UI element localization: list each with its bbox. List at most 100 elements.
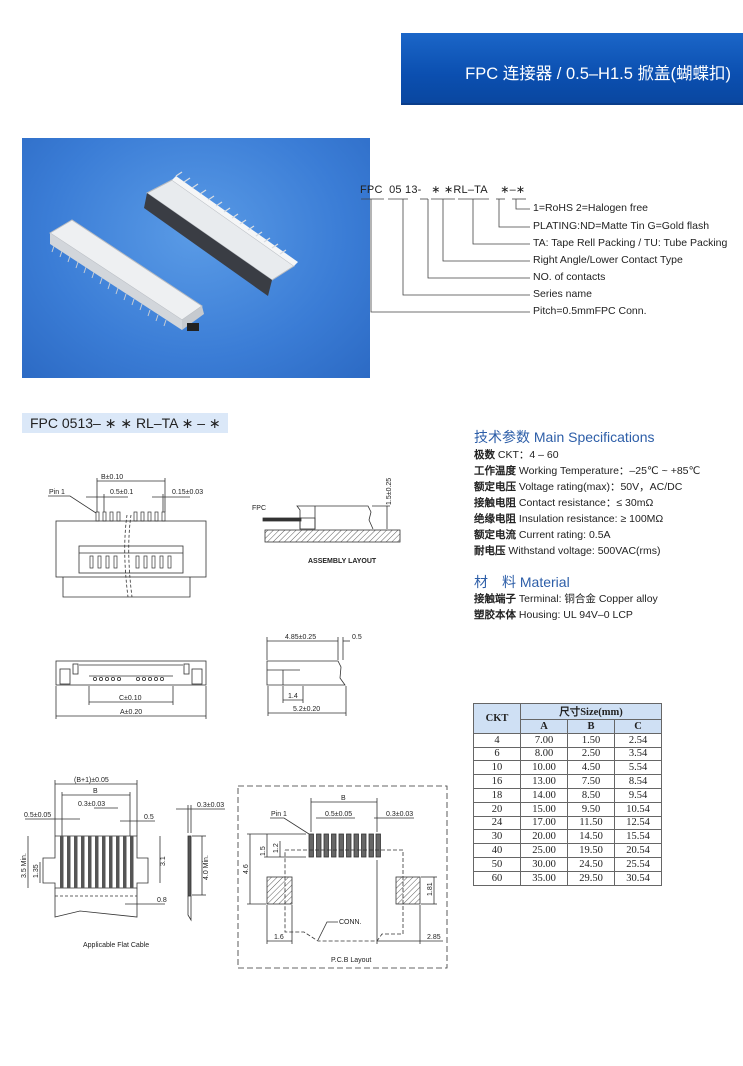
- ckt-cell: 24: [473, 815, 521, 831]
- ckt-cell: 50: [473, 856, 521, 872]
- spec-voltage: 额定电压 Voltage rating(max)：50V，AC/DC: [474, 479, 682, 494]
- material-heading-en: Material: [519, 574, 570, 590]
- size-cell: 7.50: [567, 774, 615, 789]
- pcb-layout-caption: P.C.B Layout: [331, 957, 371, 964]
- size-cell: 35.00: [520, 870, 568, 886]
- pcb-dim-4-6-label: 4.6: [243, 864, 250, 874]
- size-cell: 20.54: [614, 843, 662, 858]
- pcb-layout-drawing: [237, 785, 448, 969]
- material-label-cn: 塑胶本体: [474, 609, 516, 621]
- cable-b-label: B: [93, 788, 98, 795]
- assembly-drawing: [262, 505, 401, 543]
- spec-insulation-resistance: 绝缘电阻 Insulation resistance: ≥ 100MΩ: [474, 511, 663, 526]
- size-cell: 20.00: [520, 829, 568, 845]
- cable-min-len-label: 3.5 Min.: [21, 853, 28, 878]
- size-cell: 2.54: [614, 732, 662, 748]
- cable-cond-width-label: 0.3±0.03: [78, 801, 105, 808]
- cable-edge-label: 0.5: [144, 814, 154, 821]
- dim-foot-label: 1.4: [288, 693, 298, 700]
- spec-contact-resistance: 接触电阻 Contact resistance：≤ 30mΩ: [474, 495, 653, 510]
- spec-label-cn: 绝缘电阻: [474, 513, 516, 525]
- cable-stiffener-label: 0.8: [157, 897, 167, 904]
- cable-tab-label: 1.35: [33, 864, 40, 878]
- specs-heading-cn: 技术参数: [474, 429, 530, 445]
- pn-field-contact-type: Right Angle/Lower Contact Type: [533, 254, 683, 266]
- size-cell: 25.54: [614, 856, 662, 872]
- size-cell: 3.54: [614, 746, 662, 762]
- fpc-label: FPC: [252, 505, 266, 512]
- pcb-dim-1-5-label: 1.5: [260, 846, 267, 856]
- pn-field-plating: PLATING:ND=Matte Tin G=Gold flash: [533, 220, 710, 232]
- pcb-pin1-label: Pin 1: [271, 811, 287, 818]
- ckt-cell: 4: [473, 732, 521, 748]
- dim-a-label: A±0.20: [120, 709, 142, 716]
- pn-field-series: Series name: [533, 288, 592, 300]
- ckt-cell: 20: [473, 801, 521, 817]
- spec-value: Current rating: 0.5A: [518, 529, 611, 541]
- pn-field-contacts: NO. of contacts: [533, 271, 606, 283]
- spec-label-cn: 接触电阻: [474, 497, 516, 509]
- size-group-header: 尺寸Size(mm): [520, 703, 662, 720]
- size-cell: 10.54: [614, 801, 662, 817]
- size-cell: 1.50: [567, 732, 615, 748]
- size-cell: 9.50: [567, 801, 615, 817]
- front-view-drawing: [55, 660, 207, 719]
- material-label-cn: 接触端子: [474, 593, 516, 605]
- size-cell: 17.00: [520, 815, 568, 831]
- product-photo: [22, 138, 370, 378]
- spec-value: Insulation resistance: ≥ 100MΩ: [518, 513, 664, 525]
- material-heading-cn: 材 料: [474, 574, 516, 590]
- cable-pitch-label: 0.5±0.05: [24, 812, 51, 819]
- pcb-dim-1-2-label: 1.2: [273, 843, 280, 853]
- spec-value: Voltage rating(max)：50V，AC/DC: [518, 481, 683, 493]
- size-cell: 8.54: [614, 774, 662, 789]
- cable-stiff-len-label: 4.0 Min.: [203, 855, 210, 880]
- model-number-label: FPC 0513– ∗ ∗ RL–TA ∗ – ∗: [22, 413, 228, 433]
- page-title: FPC 连接器 / 0.5–H1.5 掀盖(蝴蝶扣): [465, 65, 731, 83]
- ckt-header: CKT: [473, 703, 521, 734]
- spec-temperature: 工作温度 Working Temperature：–25℃ ~ +85℃: [474, 463, 700, 478]
- specs-heading-en: Main Specifications: [533, 429, 655, 445]
- top-view-drawing: [48, 478, 207, 598]
- ckt-cell: 6: [473, 746, 521, 762]
- spec-label-cn: 耐电压: [474, 545, 506, 557]
- dim-pin-width-label: 0.15±0.03: [172, 489, 203, 496]
- material-terminal: 接触端子 Terminal: 铜合金 Copper alloy: [474, 591, 658, 606]
- assembly-caption: ASSEMBLY LAYOUT: [308, 558, 377, 565]
- pcb-pitch-label: 0.5±0.05: [325, 811, 352, 818]
- dim-total-label: 5.2±0.20: [293, 706, 320, 713]
- spec-value: Withstand voltage: 500VAC(rms): [508, 545, 661, 557]
- spec-value: Working Temperature：–25℃ ~ +85℃: [518, 465, 701, 477]
- pin1-label: Pin 1: [49, 489, 65, 496]
- pn-field-packing: TA: Tape Rell Packing / TU: Tube Packing: [533, 237, 728, 249]
- material-housing: 塑胶本体 Housing: UL 94V–0 LCP: [474, 607, 633, 622]
- size-cell: 29.50: [567, 870, 615, 886]
- pcb-dim-1-6-label: 1.6: [274, 934, 284, 941]
- material-value: Terminal: 铜合金 Copper alloy: [518, 593, 658, 605]
- flat-cable-caption: Applicable Flat Cable: [83, 942, 149, 949]
- size-cell: 2.50: [567, 746, 615, 762]
- size-cell: 19.50: [567, 843, 615, 858]
- flat-cable-drawing: [25, 780, 165, 918]
- size-cell: 25.00: [520, 843, 568, 858]
- dim-height-label: 1.5±0.25: [386, 478, 393, 505]
- pcb-pad-width-label: 0.3±0.03: [386, 811, 413, 818]
- cable-width-label: (B+1)±0.05: [74, 777, 109, 784]
- size-cell: 9.54: [614, 787, 662, 803]
- spec-label-cn: 额定电压: [474, 481, 516, 493]
- pn-field-rohs: 1=RoHS 2=Halogen free: [533, 202, 648, 214]
- pcb-b-label: B: [341, 795, 346, 802]
- size-cell: 13.00: [520, 774, 568, 789]
- ckt-cell: 60: [473, 870, 521, 886]
- size-cell: 12.54: [614, 815, 662, 831]
- pn-field-pitch: Pitch=0.5mmFPC Conn.: [533, 305, 647, 317]
- ckt-cell: 18: [473, 787, 521, 803]
